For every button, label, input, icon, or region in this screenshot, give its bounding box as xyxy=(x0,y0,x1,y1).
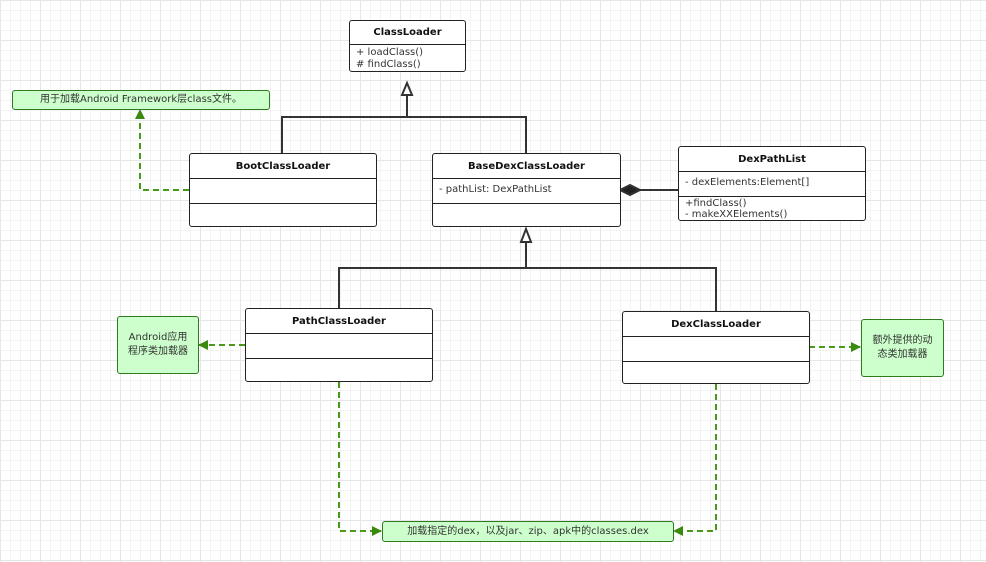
methods xyxy=(246,359,432,363)
note-text: Android应用程序类加载器 xyxy=(128,332,188,357)
class-name: ClassLoader xyxy=(350,21,465,45)
note-path[interactable]: Android应用程序类加载器 xyxy=(117,316,199,374)
note-link-dex-bottom xyxy=(673,384,717,536)
class-name: BootClassLoader xyxy=(190,154,376,179)
class-bootclassloader[interactable]: BootClassLoader xyxy=(189,153,377,227)
class-dexclassloader[interactable]: DexClassLoader xyxy=(622,311,810,384)
inheritance-arrow-bottom xyxy=(519,226,533,243)
inheritance-line-bottom xyxy=(338,242,717,311)
note-text: 额外提供的动态类加载器 xyxy=(872,335,933,360)
methods xyxy=(623,362,809,366)
class-pathclassloader[interactable]: PathClassLoader xyxy=(245,308,433,382)
class-basedexclassloader[interactable]: BaseDexClassLoader - pathList: DexPathLi… xyxy=(432,153,621,227)
fields: - pathList: DexPathList xyxy=(433,179,620,204)
note-link-boot xyxy=(135,109,189,191)
method: + loadClass() xyxy=(356,47,424,58)
methods: +findClass() - makeXXElements() xyxy=(679,197,865,222)
class-name: BaseDexClassLoader xyxy=(433,154,620,179)
class-classloader[interactable]: ClassLoader + loadClass() # findClass() xyxy=(349,20,466,72)
method: - makeXXElements() xyxy=(685,209,788,220)
fields xyxy=(246,334,432,359)
note-text: 加载指定的dex，以及jar、zip、apk中的classes.dex xyxy=(407,525,649,537)
note-bottom[interactable]: 加载指定的dex，以及jar、zip、apk中的classes.dex xyxy=(382,521,674,542)
note-text: 用于加载Android Framework层class文件。 xyxy=(39,94,243,105)
method: +findClass() xyxy=(685,198,747,209)
field: - dexElements:Element[] xyxy=(685,177,810,188)
fields xyxy=(623,337,809,362)
note-boot[interactable]: 用于加载Android Framework层class文件。 xyxy=(12,90,270,110)
class-name: PathClassLoader xyxy=(246,309,432,334)
inheritance-arrow-top xyxy=(400,80,414,96)
fields xyxy=(190,179,376,204)
note-dex[interactable]: 额外提供的动态类加载器 xyxy=(861,319,944,377)
class-name: DexClassLoader xyxy=(623,312,809,337)
methods: + loadClass() # findClass() xyxy=(350,45,465,73)
composition-diamond xyxy=(617,183,643,197)
class-name: DexPathList xyxy=(679,147,865,172)
methods xyxy=(190,204,376,208)
methods xyxy=(433,204,620,208)
field: - pathList: DexPathList xyxy=(439,184,552,195)
class-dexpathlist[interactable]: DexPathList - dexElements:Element[] +fin… xyxy=(678,146,866,221)
note-link-path-bottom xyxy=(338,382,382,536)
fields: - dexElements:Element[] xyxy=(679,172,865,197)
method: # findClass() xyxy=(356,59,421,70)
